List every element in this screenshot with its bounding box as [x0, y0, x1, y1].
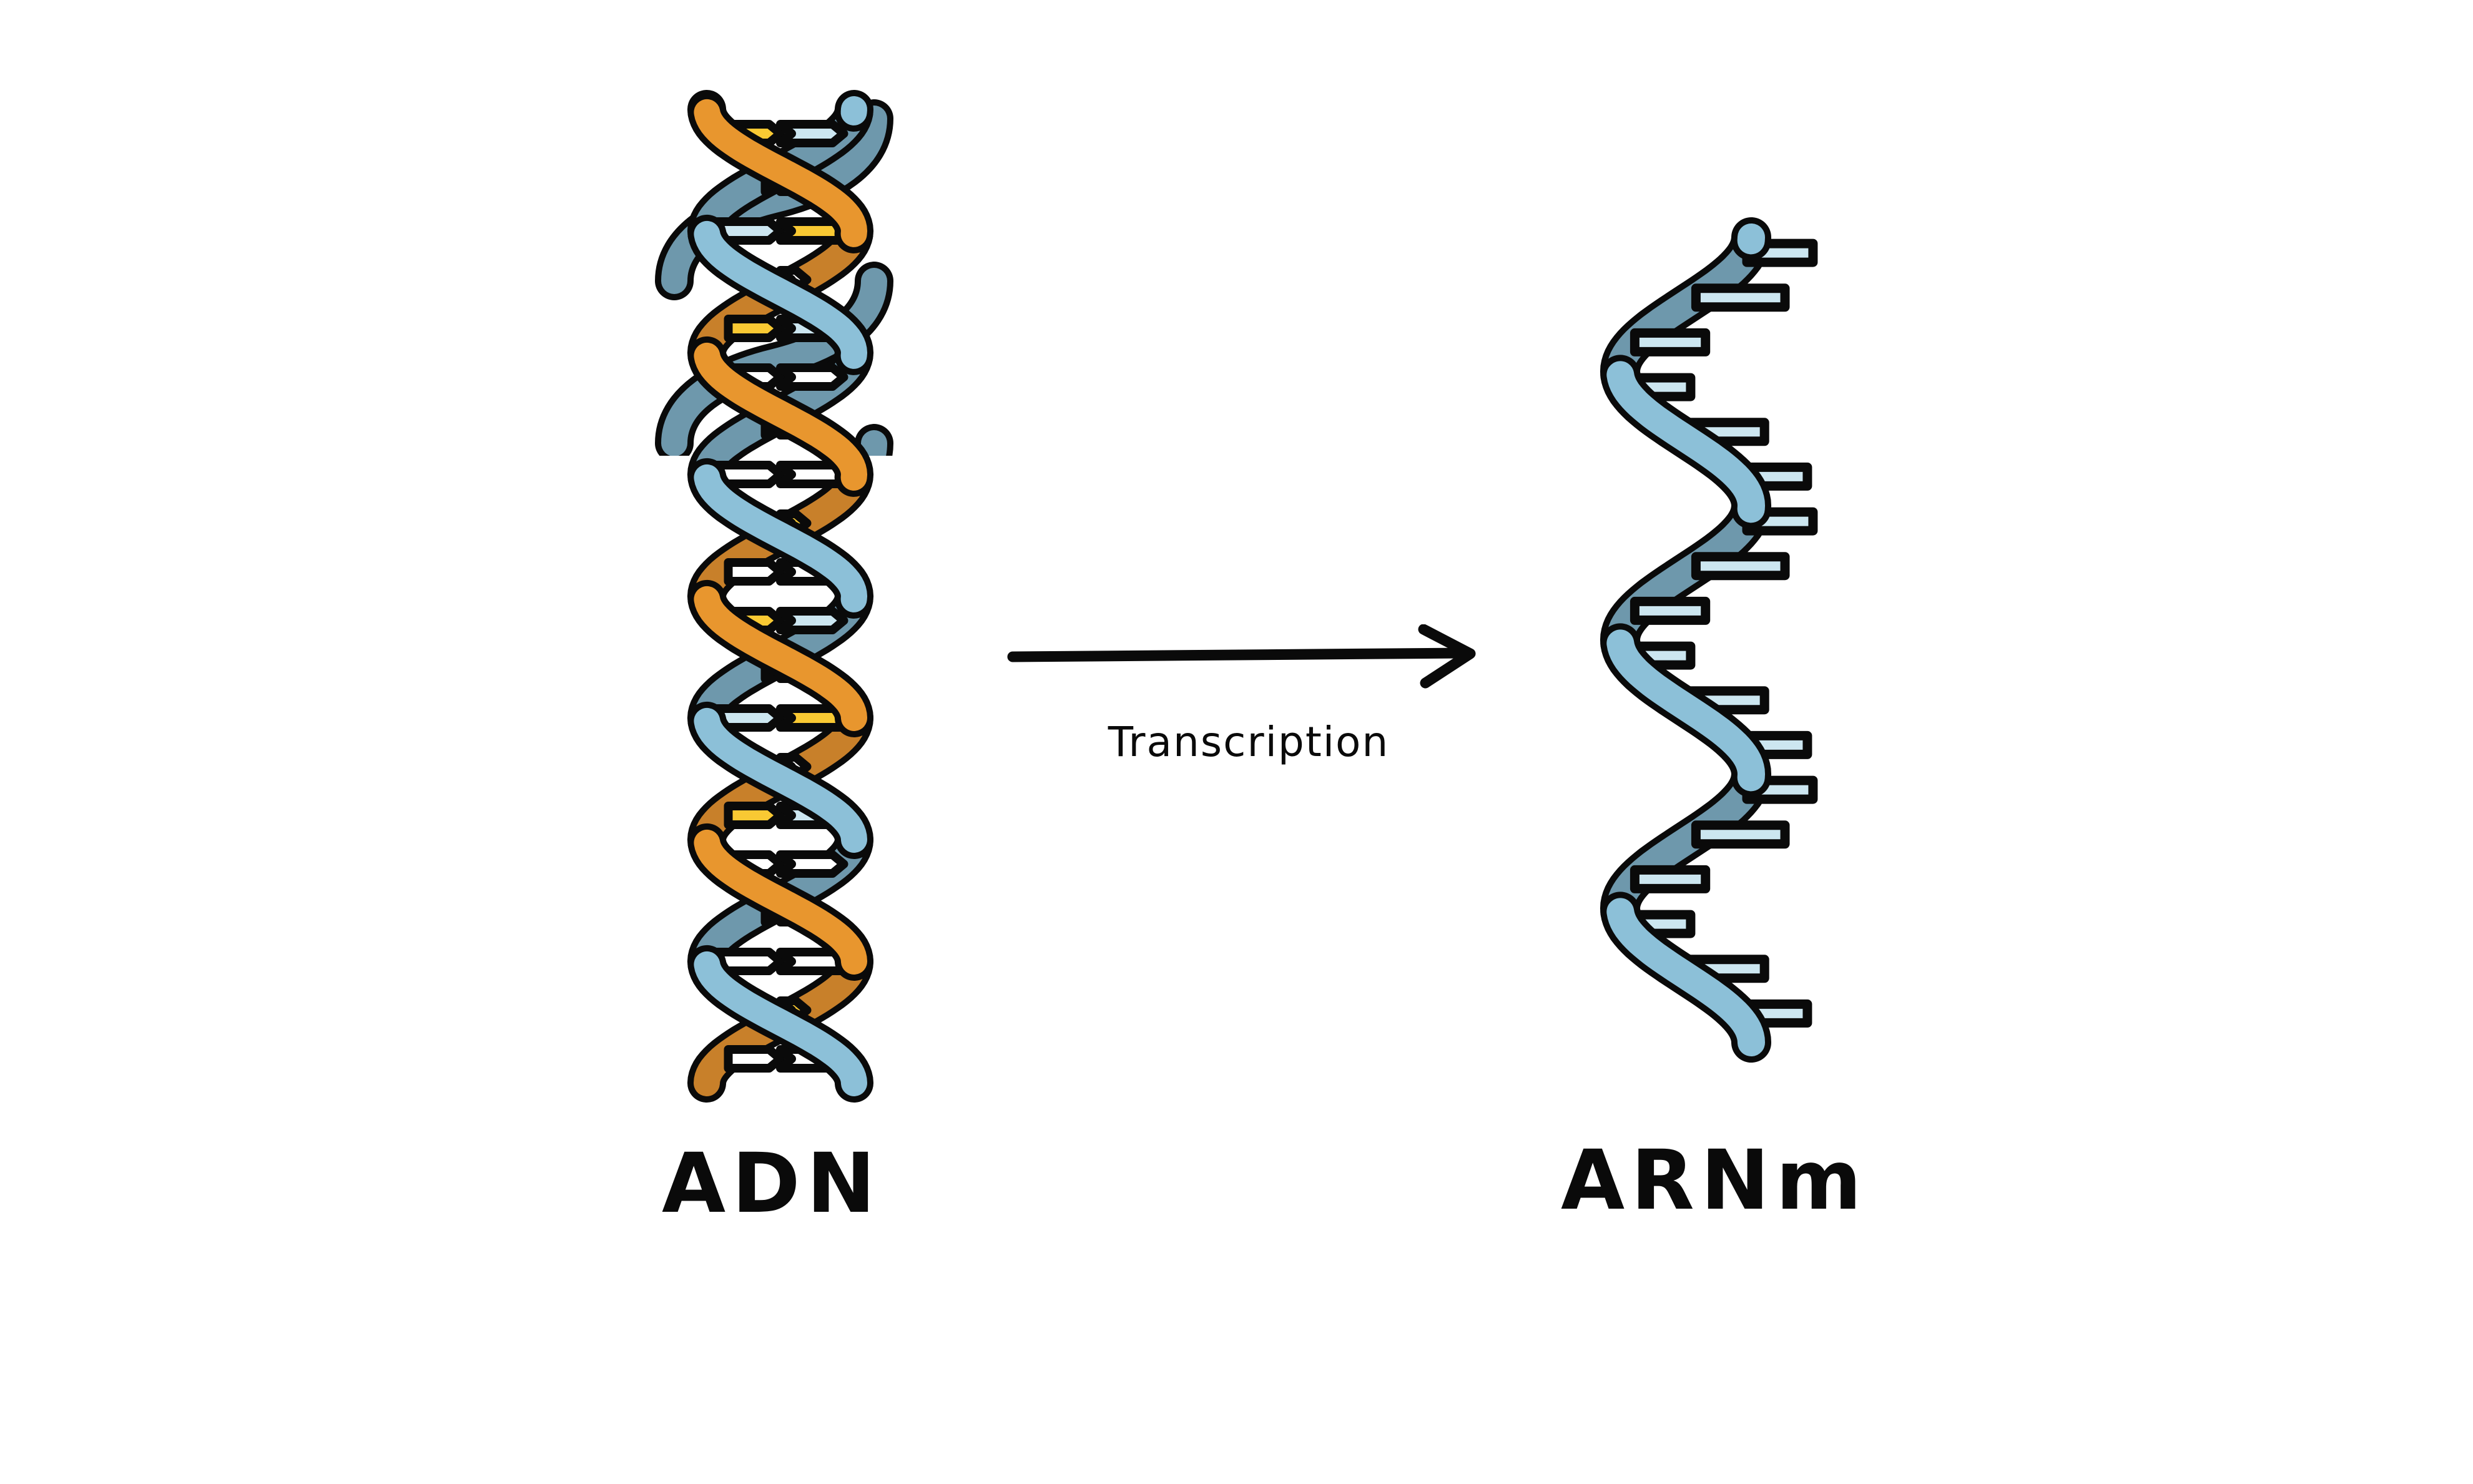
right-arrow-icon	[1007, 624, 1476, 689]
rna-single-strand-icon	[1600, 217, 1818, 1063]
dna-caption: ADN	[662, 1136, 882, 1232]
dna-svg	[655, 99, 893, 456]
transcription-arrow-label: Transcription	[1108, 718, 1390, 766]
dna-back-ribbons	[655, 99, 893, 456]
dna-double-helix-icon	[581, 81, 968, 456]
mrna-caption: ARNm	[1561, 1133, 1868, 1229]
dna-double-helix-full	[687, 90, 874, 1103]
transcription-step: Transcription	[999, 624, 1498, 768]
